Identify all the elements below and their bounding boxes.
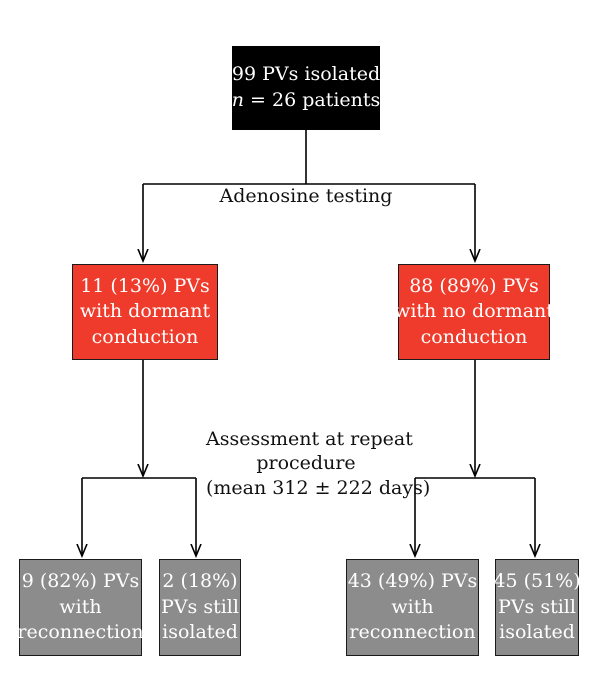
no-dormant-line3: conduction [420, 325, 528, 348]
dormant-conduction-box: 11 (13%) PVs with dormant conduction [72, 264, 218, 360]
dormant-line1: 11 (13%) PVs [80, 274, 210, 297]
adenosine-testing-label: Adenosine testing [219, 185, 393, 207]
left-still-isolated-box: 2 (18%) PVs still isolated [159, 559, 241, 656]
right-reconnection-box: 43 (49%) PVs with reconnection [346, 559, 479, 656]
root-line2: (n = 26 patients) [224, 89, 388, 111]
no-dormant-line2: with no dormant [394, 300, 554, 323]
no-dormant-conduction-box: 88 (89%) PVs with no dormant conduction [394, 264, 554, 360]
root-line1: 99 PVs isolated [231, 63, 381, 86]
no-dormant-line1: 88 (89%) PVs [409, 274, 539, 297]
dormant-line2: with dormant [79, 300, 211, 323]
root-box-pvs-isolated: 99 PVs isolated (n = 26 patients) [224, 46, 388, 130]
right-still-isolated-box: 45 (51%) PVs still isolated [493, 559, 581, 656]
dormant-line3: conduction [91, 325, 199, 348]
left-reconnection-box: 9 (82%) PVs with reconnection [17, 559, 144, 656]
assessment-label: Assessment at repeat procedure (mean 312… [206, 428, 431, 499]
